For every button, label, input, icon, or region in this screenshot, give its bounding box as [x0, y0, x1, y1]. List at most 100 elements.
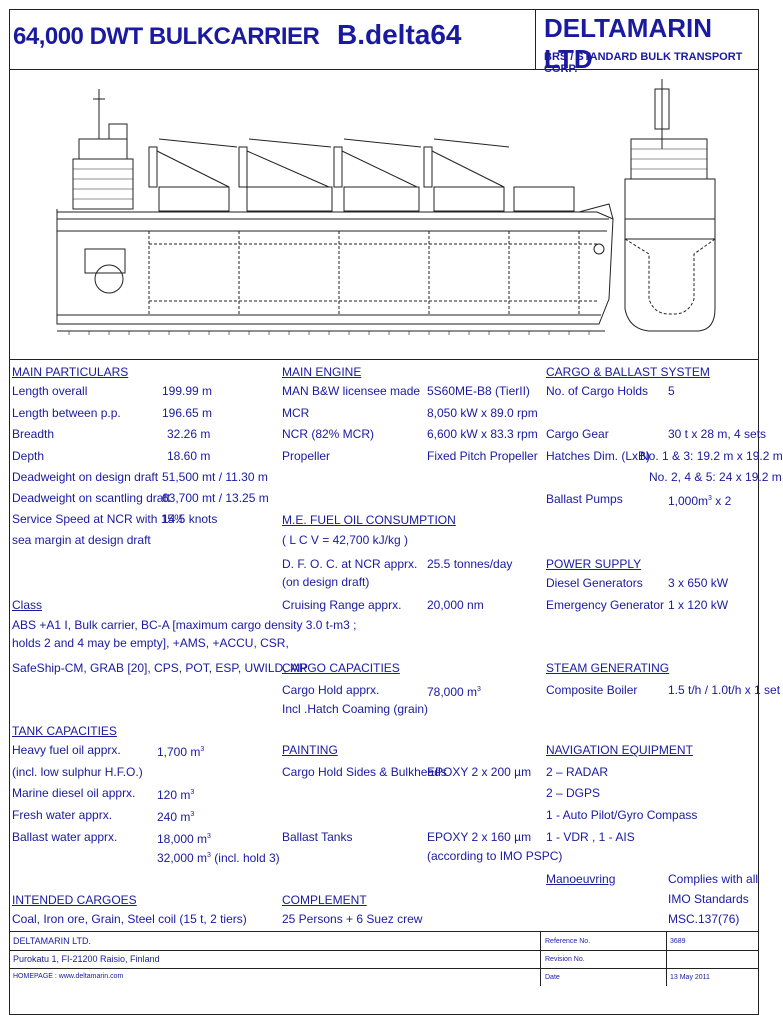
ship-profile-drawing [56, 79, 716, 335]
cb-label-0: No. of Cargo Holds [546, 384, 649, 398]
intended-cargoes-heading: INTENDED CARGOES [12, 893, 137, 907]
mp-value-4: 51,500 mt / 11.30 m [162, 470, 268, 484]
main-particulars-heading: MAIN PARTICULARS [12, 365, 129, 379]
fuel-consumption-heading: M.E. FUEL OIL CONSUMPTION [282, 513, 456, 527]
vessel-title: 64,000 DWT BULKCARRIER [13, 23, 320, 50]
tank-label-3: Fresh water apprx. [12, 808, 113, 822]
steam-value: 1.5 t/h / 1.0t/h x 1 set [668, 683, 781, 697]
nav-item-2: 1 - Auto Pilot/Gyro Compass [546, 808, 698, 822]
cb-value-3: No. 2, 4 & 5: 24 x 19.2 m [649, 470, 782, 484]
mp-value-3: 18.60 m [167, 449, 211, 463]
date-label: Date [545, 974, 560, 981]
hull-outline [56, 209, 614, 325]
fuel-lcv: ( L C V = 42,700 kJ/kg ) [282, 533, 408, 547]
steam-label: Composite Boiler [546, 683, 638, 697]
ps-label-1: Emergency Generator [546, 598, 665, 612]
main-engine-heading: MAIN ENGINE [282, 365, 362, 379]
footer-address: Purokatu 1, FI-21200 Raisio, Finland [13, 954, 160, 964]
me-value-1: 8,050 kW x 89.0 rpm [427, 406, 538, 420]
me-value-3: Fixed Pitch Propeller [427, 449, 538, 463]
mp-value-1: 196.65 m [162, 406, 213, 420]
painting-value-1: EPOXY 2 x 160 µm [427, 830, 532, 844]
ps-value-0: 3 x 650 kW [668, 576, 729, 590]
mp-label-0: Length overall [12, 384, 88, 398]
tank-value-2: 120 m3 [157, 788, 195, 802]
mp-value-0: 199.99 m [162, 384, 213, 398]
tank-value-4: 18,000 m3 [157, 832, 211, 846]
cb-value-1: 30 t x 28 m, 4 sets [668, 427, 767, 441]
tank-label-0: Heavy fuel oil apprx. [12, 743, 121, 757]
general-arrangement-drawing [9, 69, 759, 360]
navigation-heading: NAVIGATION EQUIPMENT [546, 743, 693, 757]
foc-label-1: (on design draft) [282, 575, 370, 589]
foc-value-2: 20,000 nm [427, 598, 484, 612]
painting-heading: PAINTING [282, 743, 338, 757]
complement-heading: COMPLEMENT [282, 893, 367, 907]
mp-value-2: 32.26 m [167, 427, 211, 441]
me-label-2: NCR (82% MCR) [282, 427, 375, 441]
cargo-ballast-heading: CARGO & BALLAST SYSTEM [546, 365, 710, 379]
nav-item-0: 2 – RADAR [546, 765, 609, 779]
nav-item-1: 2 – DGPS [546, 786, 601, 800]
mp-value-6: 14.5 knots [162, 512, 218, 526]
reference-value: 3689 [670, 938, 686, 945]
manoeuvring-heading: Manoeuvring [546, 872, 616, 886]
footer-homepage[interactable]: HOMEPAGE : www.deltamarin.com [13, 973, 124, 980]
cb-label-1: Cargo Gear [546, 427, 609, 441]
painting-value-0: EPOXY 2 x 200 µm [427, 765, 532, 779]
mp-value-5: 63,700 mt / 13.25 m [162, 491, 269, 505]
reference-label: Reference No. [545, 938, 591, 945]
foc-label-2: Cruising Range apprx. [282, 598, 402, 612]
page-frame [9, 9, 759, 1015]
foc-value-0: 25.5 tonnes/day [427, 557, 513, 571]
me-label-0: MAN B&W licensee made [282, 384, 421, 398]
complement-text: 25 Persons + 6 Suez crew [282, 912, 423, 926]
nav-item-3: 1 - VDR , 1 - AIS [546, 830, 635, 844]
foc-label-0: D. F. O. C. at NCR apprx. [282, 557, 418, 571]
tank-label-2: Marine diesel oil apprx. [12, 786, 136, 800]
cargo-capacities-heading: CARGO CAPACITIES [282, 661, 400, 675]
column-right: CARGO & BALLAST SYSTEM No. of Cargo Hold… [546, 365, 783, 926]
cb-value-4: 1,000m3 x 2 [668, 494, 732, 508]
tank-value-0: 1,700 m3 [157, 745, 205, 759]
tank-value-3: 240 m3 [157, 810, 195, 824]
me-value-0: 5S60ME-B8 (TierII) [427, 384, 530, 398]
mp-label-7: sea margin at design draft [12, 533, 151, 547]
cargo-hold-note: Incl .Hatch Coaming (grain) [282, 702, 429, 716]
painting-label-0: Cargo Hold Sides & Bulkheads [282, 765, 447, 779]
painting-label-1: Ballast Tanks [282, 830, 353, 844]
painting-value-2: (according to IMO PSPC) [427, 849, 563, 863]
mp-label-1: Length between p.p. [12, 406, 121, 420]
column-middle: MAIN ENGINE MAN B&W licensee made 5S60ME… [282, 365, 562, 926]
ps-value-1: 1 x 120 kW [668, 598, 729, 612]
date-value: 13 May 2011 [670, 974, 710, 981]
tank-capacities-heading: TANK CAPACITIES [12, 724, 117, 738]
class-line-1: holds 2 and 4 may be empty], +AMS, +ACCU… [12, 636, 289, 650]
intended-cargoes-text: Coal, Iron ore, Grain, Steel coil (15 t,… [12, 912, 247, 926]
me-label-1: MCR [282, 406, 310, 420]
ps-label-0: Diesel Generators [546, 576, 643, 590]
tank-label-1: (incl. low sulphur H.F.O.) [12, 765, 143, 779]
cb-value-2: No. 1 & 3: 19.2 m x 19.2 m [640, 449, 783, 463]
cargo-hold-value: 78,000 m3 [427, 685, 481, 699]
footer-company: DELTAMARIN LTD. [13, 936, 92, 946]
class-heading: Class [12, 598, 43, 612]
tank-value-5: 32,000 m3 (incl. hold 3) [157, 851, 280, 865]
revision-label: Revision No. [545, 956, 585, 963]
cb-label-4: Ballast Pumps [546, 492, 623, 506]
power-supply-heading: POWER SUPPLY [546, 557, 642, 571]
mp-label-5: Deadweight on scantling draft [12, 491, 171, 505]
me-value-2: 6,600 kW x 83.3 rpm [427, 427, 538, 441]
mp-label-3: Depth [12, 449, 45, 463]
class-line-0: ABS +A1 I, Bulk carrier, BC-A [maximum c… [12, 618, 357, 632]
manoeuvring-line-1: IMO Standards [668, 892, 749, 906]
mp-label-6: Service Speed at NCR with 15% [12, 512, 185, 526]
company-block: DELTAMARIN LTD BRS / STANDARD BULK TRANS… [535, 9, 760, 75]
column-left: MAIN PARTICULARS Length overall 199.99 m… [12, 365, 356, 926]
steam-heading: STEAM GENERATING [546, 661, 670, 675]
manoeuvring-line-2: MSC.137(76) [668, 912, 740, 926]
class-line-2: SafeShip-CM, GRAB [20], CPS, POT, ESP, U… [12, 661, 308, 675]
cb-label-2: Hatches Dim. (LxB) [546, 449, 651, 463]
header: 64,000 DWT BULKCARRIER B.delta64 DELTAMA… [9, 9, 760, 75]
mp-label-4: Deadweight on design draft [12, 470, 159, 484]
